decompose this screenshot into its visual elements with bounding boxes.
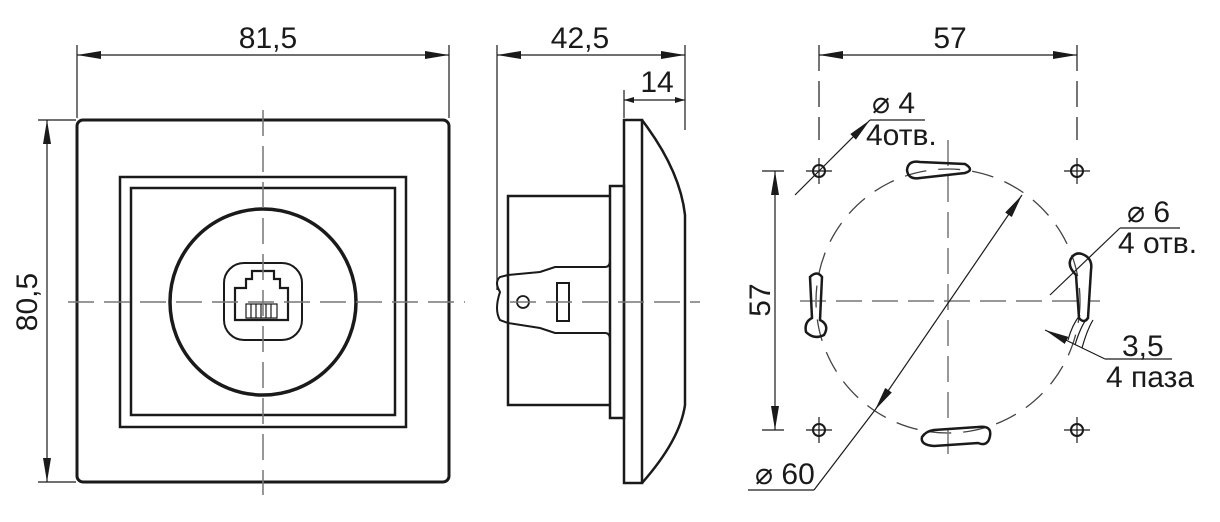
slot-width-label: 3,5: [1122, 330, 1164, 363]
large-hole-leader: [1049, 227, 1121, 296]
socket-body: [506, 194, 610, 407]
width-dimension-label: 81,5: [239, 22, 297, 55]
large-hole-diameter: ⌀ 6: [1127, 196, 1170, 229]
large-hole-count: 4 отв.: [1118, 227, 1197, 260]
circle-diameter-dimension: [874, 194, 1023, 411]
vertical-spacing-label: 57: [744, 283, 777, 316]
depth-dimension-label: 42,5: [551, 22, 609, 55]
side-view: 42,5 14: [496, 22, 700, 485]
mounting-clip: [496, 259, 611, 341]
horizontal-spacing-label: 57: [933, 22, 966, 55]
cover-dome-profile: [641, 119, 687, 484]
small-hole-count: 4отв.: [866, 119, 937, 152]
rj45-port-icon: [233, 269, 290, 322]
mounting-view: 57 57 ⌀ 4 4отв. ⌀ 6 4 отв.: [744, 22, 1197, 491]
circle-diameter-label: ⌀ 60: [755, 458, 815, 491]
front-view: 81,5 80,5: [11, 22, 465, 495]
height-dimension-label: 80,5: [11, 273, 44, 331]
keyhole-slots: [804, 160, 1093, 448]
small-hole-leader: [794, 119, 871, 196]
frame-depth-dimension-label: 14: [640, 66, 673, 99]
slot-count-label: 4 паза: [1106, 361, 1194, 394]
small-hole-diameter: ⌀ 4: [872, 87, 915, 120]
